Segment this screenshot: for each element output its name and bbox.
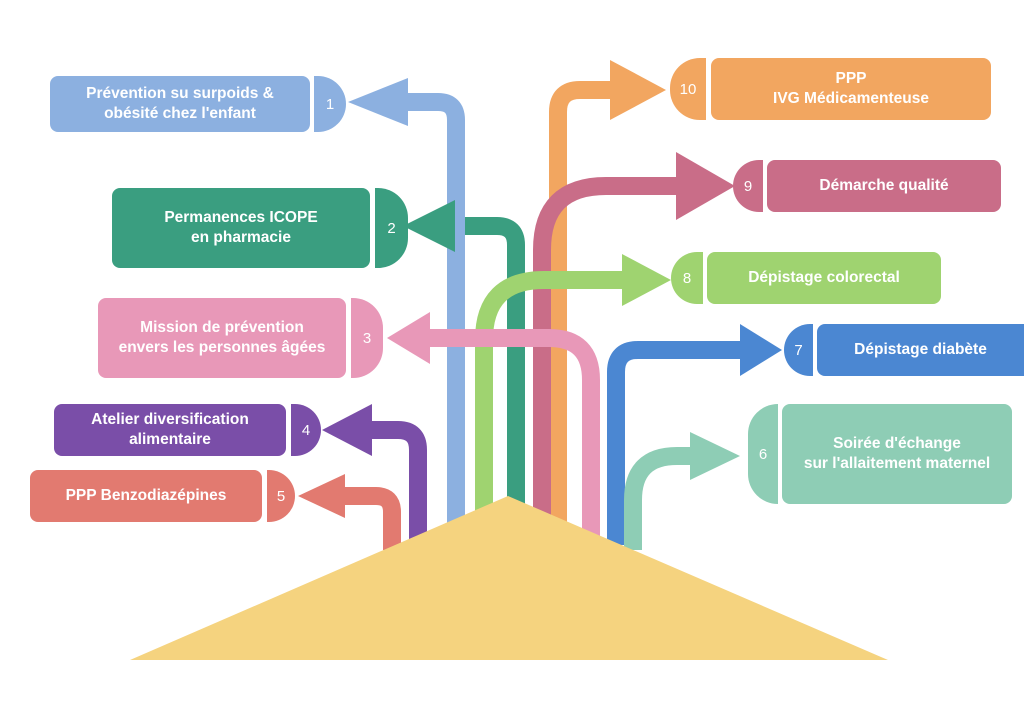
arrowhead-3 [387,312,430,364]
arrowhead-4 [322,404,372,456]
arrow-1 [408,93,465,540]
item-3-number: 3 [351,298,383,378]
item-10-label: PPP IVG Médicamenteuse [711,58,991,120]
item-2-number: 2 [375,188,408,268]
arrowhead-1 [348,78,408,126]
arrowhead-5 [298,474,345,518]
item-6-label: Soirée d'échange sur l'allaitement mater… [782,404,1012,504]
arrow-2 [455,217,525,540]
item-6-number: 6 [748,404,778,504]
base-triangle [130,496,888,660]
arrow-4 [372,421,427,550]
arrow-3 [430,329,600,540]
arrowhead-2 [403,200,455,252]
item-9-label: Démarche qualité [767,160,1001,212]
item-3-label: Mission de prévention envers les personn… [98,298,346,378]
item-8-label: Dépistage colorectal [707,252,941,304]
arrow-6 [624,447,690,550]
arrowhead-10 [610,60,666,120]
arrow-7 [607,341,740,545]
arrowhead-8 [622,254,671,306]
arrow-5 [345,487,401,550]
item-1-label: Prévention su surpoids & obésité chez l'… [50,76,310,132]
arrowhead-6 [690,432,740,480]
item-7-label: Dépistage diabète [817,324,1024,376]
item-2-label: Permanences ICOPE en pharmacie [112,188,370,268]
arrow-9 [533,177,676,540]
item-4-label: Atelier diversification alimentaire [54,404,286,456]
arrowhead-9 [676,152,735,220]
arrow-10 [549,81,610,540]
item-5-label: PPP Benzodiazépines [30,470,262,522]
arrowhead-7 [740,324,782,376]
